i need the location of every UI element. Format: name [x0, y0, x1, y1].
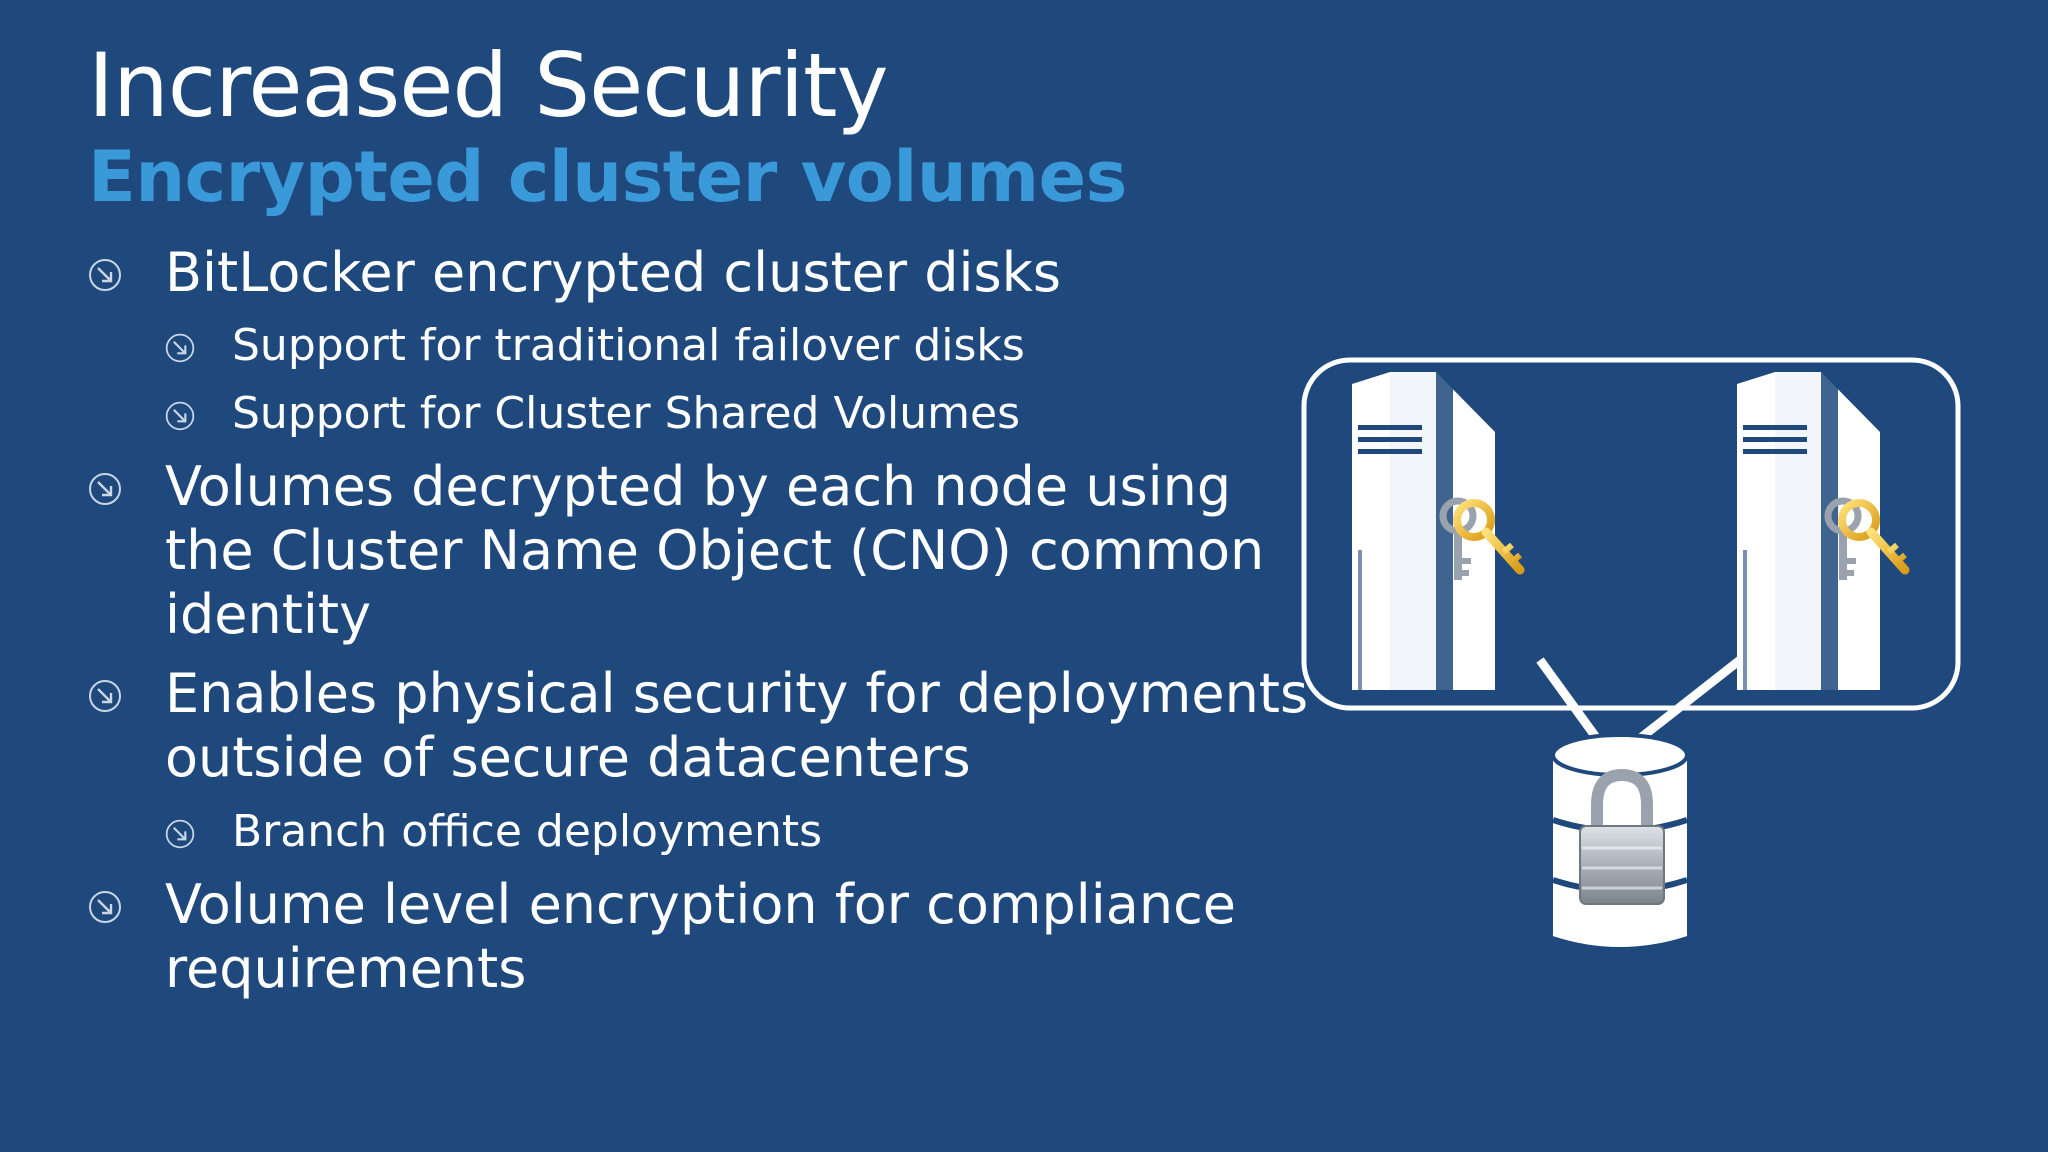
- bullet-arrow-icon: [165, 401, 195, 431]
- bullet-item: Volume level encryption for compliance r…: [89, 873, 1237, 1001]
- bullet-item: Volumes decrypted by each node using the…: [89, 455, 1265, 647]
- bullet-arrow-icon: [89, 891, 121, 923]
- connection-line: [1635, 656, 1743, 744]
- bullet-item: Enables physical security for deployment…: [89, 662, 1309, 790]
- bullet-text: Support for Cluster Shared Volumes: [232, 388, 1021, 439]
- slide-subtitle: Encrypted cluster volumes: [88, 136, 1127, 218]
- sub-bullet-item: Support for Cluster Shared Volumes: [165, 388, 1021, 440]
- bullet-text-line: identity: [165, 583, 372, 646]
- bullet-text: Support for traditional failover disks: [232, 320, 1025, 371]
- cluster-illustration: [1301, 357, 1961, 947]
- bullet-text: Branch office deployments: [232, 806, 823, 857]
- sub-bullet-item: Branch office deployments: [165, 806, 823, 858]
- slide-title: Increased Security: [88, 34, 889, 137]
- bullet-text-line: Volume level encryption for compliance: [165, 873, 1237, 936]
- bullet-arrow-icon: [165, 819, 195, 849]
- bullet-text-line: requirements: [165, 937, 527, 1000]
- bullet-arrow-icon: [89, 680, 121, 712]
- bullet-text-line: the Cluster Name Object (CNO) common: [165, 519, 1265, 582]
- sub-bullet-item: Support for traditional failover disks: [165, 320, 1025, 372]
- bullet-arrow-icon: [89, 473, 121, 505]
- bullet-text-line: outside of secure datacenters: [165, 726, 971, 789]
- bullet-item: BitLocker encrypted cluster disks: [89, 241, 1062, 305]
- bullet-text: BitLocker encrypted cluster disks: [165, 241, 1062, 304]
- key-icon: [1824, 497, 1910, 580]
- padlock-icon: [1579, 768, 1665, 905]
- cluster-boundary: [1301, 357, 1961, 711]
- bullet-text-line: Volumes decrypted by each node using: [165, 455, 1232, 518]
- key-icon: [1439, 497, 1525, 580]
- connection-line: [1536, 657, 1602, 743]
- bullet-text-line: Enables physical security for deployment…: [165, 662, 1309, 725]
- bullet-arrow-icon: [89, 259, 121, 291]
- server-icon: [1352, 372, 1495, 690]
- server-icon: [1737, 372, 1880, 690]
- bullet-list: BitLocker encrypted cluster disks Suppor…: [89, 241, 1308, 1001]
- bullet-arrow-icon: [165, 333, 195, 363]
